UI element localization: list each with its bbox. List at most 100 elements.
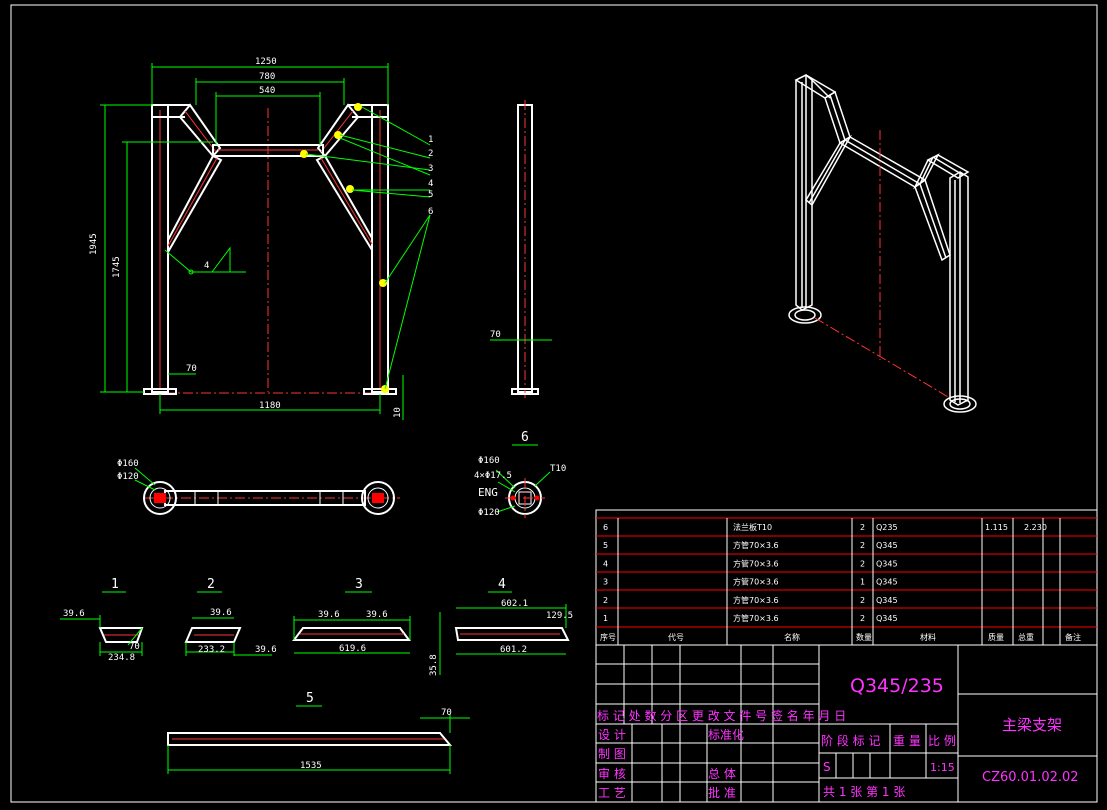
- bom-cell-w2: 2.230: [1024, 523, 1047, 532]
- label-design: 设 计: [598, 728, 626, 742]
- bom-cell-no: 1: [603, 614, 608, 623]
- bom-cell-name: 方管70×3.6: [733, 595, 779, 605]
- part-3: 3 39.6 39.6 619.6 35.8: [292, 577, 441, 676]
- bom-h-total: 总重: [1018, 632, 1034, 642]
- title-block: [595, 644, 1098, 803]
- part5-dim-bot: 1535: [300, 761, 322, 771]
- part-1: 1 39.6 70 234.8: [60, 577, 144, 663]
- bom-h-name: 名称: [784, 632, 800, 642]
- bom-h-note: 备注: [1065, 632, 1081, 642]
- part-2: 2 39.6 233.2 39.6: [184, 577, 277, 656]
- bom-h-qty: 数量: [856, 632, 872, 642]
- part2-title: 2: [207, 577, 215, 592]
- bom-cell-qty: 2: [860, 523, 865, 532]
- stage-value: S: [823, 760, 831, 774]
- bom-cell-qty: 2: [860, 559, 865, 568]
- dim-1945: 1945: [89, 233, 99, 255]
- sheet-info: 共 1 张 第 1 张: [823, 785, 905, 799]
- part3-dim-bot: 619.6: [339, 644, 366, 654]
- bom-cell-no: 6: [603, 523, 608, 532]
- label-approve: 批 准: [708, 785, 736, 800]
- bom-cell-mat: Q345: [876, 596, 898, 605]
- bom-cell-name: 法兰板T10: [733, 522, 772, 532]
- dim-1745: 1745: [112, 256, 122, 278]
- part-4: 4 602.1 129.5 601.2: [454, 577, 573, 655]
- part3-dim-vert: 35.8: [429, 654, 439, 676]
- bom-h-no: 序号: [600, 632, 616, 642]
- part3-title: 3: [355, 577, 363, 592]
- part2-dim-bot: 233.2: [198, 645, 225, 655]
- front-view: 1250 780 540 1945 1745 1180 70 10 4: [89, 57, 433, 420]
- bom-cell-mat: Q345: [876, 559, 898, 568]
- label-draw: 制 图: [598, 747, 626, 761]
- part1-dim-top: 39.6: [63, 609, 85, 619]
- bom-cell-no: 4: [603, 559, 608, 568]
- part-5: 5 70 1535: [167, 691, 470, 774]
- bom-cell-mat: Q345: [876, 541, 898, 550]
- side-dim-70: 70: [490, 330, 501, 340]
- bom-header: 序号 代号 名称 数量 材料 质量 总重 备注: [600, 632, 1081, 642]
- callout-6: 6: [428, 207, 433, 217]
- top-phi160: Φ160: [117, 459, 139, 469]
- part3-dim-right: 39.6: [366, 610, 388, 620]
- label-check: 审 核: [598, 766, 626, 781]
- part5-dim-side: 70: [441, 708, 452, 718]
- part1-title: 1: [111, 577, 119, 592]
- bom-cell-qty: 2: [860, 541, 865, 550]
- bom-cell-mat: Q235: [876, 523, 898, 532]
- bom-cell-no: 2: [603, 596, 608, 605]
- callout-4: 4: [428, 179, 433, 189]
- label-approve-all: 总 体: [708, 767, 736, 781]
- part4-dim-bot: 601.2: [500, 645, 527, 655]
- dim-540: 540: [259, 86, 275, 96]
- bom-cell-w1: 1.115: [985, 523, 1008, 532]
- drawing-border: [10, 4, 1098, 803]
- stage-header: 阶 段 标 记: [821, 733, 880, 748]
- dim-1180: 1180: [259, 401, 281, 411]
- part1-dim-bot: 234.8: [108, 653, 135, 663]
- bom-cell-name: 方管70×3.6: [733, 577, 779, 587]
- part1-dim-side: 70: [129, 642, 140, 652]
- part2-dim-top: 39.6: [210, 608, 232, 618]
- callout-5: 5: [428, 190, 433, 200]
- bom-cell-name: 方管70×3.6: [733, 558, 779, 568]
- dim-780: 780: [259, 72, 275, 82]
- part4-dim-top: 602.1: [501, 599, 528, 609]
- detail-6: 6 Φ160 4×Φ17.5 ENG Φ120 T10: [474, 430, 566, 518]
- part4-title: 4: [498, 577, 506, 592]
- detail6-phi160: Φ160: [478, 456, 500, 466]
- detail6-phi17: 4×Φ17.5: [474, 471, 512, 481]
- dim-1250: 1250: [255, 57, 277, 67]
- bom-cell-name: 方管70×3.6: [733, 540, 779, 550]
- bom-cell-qty: 2: [860, 614, 865, 623]
- callout-1: 1: [428, 135, 433, 145]
- label-craft: 工 艺: [598, 786, 626, 800]
- detail6-title: 6: [521, 430, 529, 445]
- top-view: Φ160 Φ120: [117, 459, 400, 515]
- part4-dim-side: 129.5: [546, 611, 573, 621]
- bom-cell-mat: Q345: [876, 578, 898, 587]
- part2-dim-side: 39.6: [255, 645, 277, 655]
- bom-cell-qty: 1: [860, 578, 865, 587]
- dim-10: 10: [393, 407, 403, 418]
- isometric-view: [788, 74, 977, 413]
- bom-cell-qty: 2: [860, 596, 865, 605]
- drawing-number: CZ60.01.02.02: [982, 770, 1079, 785]
- bom-h-unit: 质量: [988, 632, 1004, 642]
- callout-3a: 3: [428, 164, 433, 174]
- detail6-phi120: Φ120: [478, 508, 500, 518]
- label-std: 标准化: [708, 728, 744, 742]
- scale-value: 1:15: [930, 761, 955, 774]
- detail6-eng: ENG: [478, 486, 498, 499]
- bom-h-code: 代号: [668, 632, 684, 642]
- bom-cell-no: 3: [603, 578, 608, 587]
- callout-2: 2: [428, 149, 433, 159]
- detail6-t10: T10: [550, 464, 566, 474]
- dim-70-front: 70: [186, 364, 197, 374]
- revision-header: 标 记 处 数 分 区 更 改 文 件 号 签 名 年 月 日: [597, 708, 846, 723]
- part3-dim-left: 39.6: [318, 610, 340, 620]
- material-text: Q345/235: [850, 675, 944, 697]
